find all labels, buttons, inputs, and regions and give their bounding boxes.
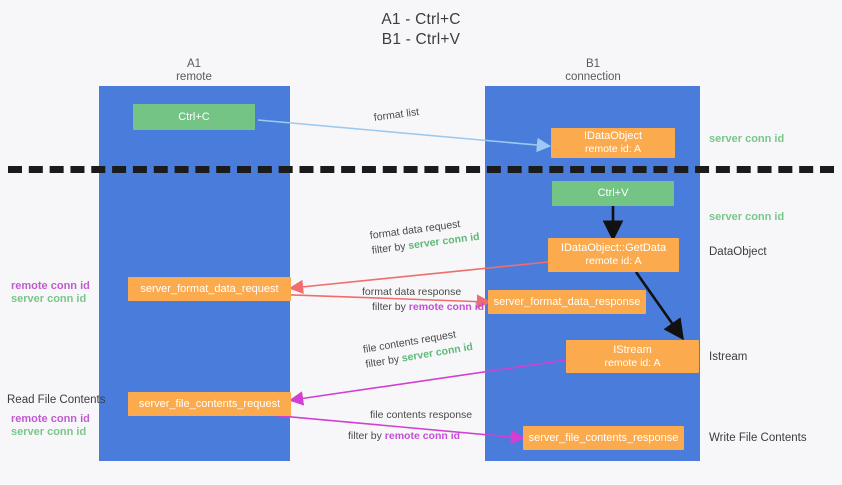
node-ctrl-v-label: Ctrl+V [597, 187, 629, 199]
lane-a-name: A1 [186, 58, 202, 70]
filter-prefix: filter by [372, 301, 409, 313]
title-line-1: A1 - Ctrl+C [381, 11, 461, 28]
caption-format-list-label: format list [373, 106, 420, 124]
label-write-file-contents: Write File Contents [709, 432, 807, 444]
node-istream[interactable]: IStream remote id: A [566, 340, 699, 373]
node-server-format-data-response-label: server_format_data_response [493, 295, 641, 308]
node-idataobject[interactable]: IDataObject remote id: A [551, 128, 675, 158]
node-ctrl-v[interactable]: Ctrl+V [552, 181, 674, 206]
caption-format-data-response-label: format data response [362, 286, 462, 298]
label-istream: Istream [709, 351, 748, 363]
node-server-format-data-request-label: server_format_data_request [140, 282, 279, 295]
lane-a-role: remote [176, 71, 212, 83]
node-server-file-contents-request[interactable]: server_file_contents_request [128, 392, 291, 416]
label-read-file-contents: Read File Contents [7, 394, 106, 406]
node-server-format-data-request[interactable]: server_format_data_request [128, 277, 291, 301]
node-server-file-contents-request-label: server_file_contents_request [138, 397, 281, 410]
lane-header-b1: B1 connection [533, 58, 653, 84]
filter-prefix: filter by [371, 240, 410, 257]
page-title: A1 - Ctrl+C B1 - Ctrl+V [0, 10, 842, 50]
label-remote-conn-id-1: remote conn id [11, 280, 90, 292]
filter-prefix: filter by [348, 430, 385, 442]
node-idataobject-getdata[interactable]: IDataObject::GetData remote id: A [548, 238, 679, 272]
label-server-conn-id-1: server conn id [11, 293, 87, 305]
label-server-conn-id-mid: server conn id [709, 211, 785, 223]
caption-format-data-response: format data response filter by remote co… [362, 285, 484, 315]
node-istream-subtitle: remote id: A [604, 356, 661, 369]
label-server-conn-id-top: server conn id [709, 133, 785, 145]
caption-format-list: format list [373, 105, 420, 126]
phase-divider [8, 166, 834, 173]
node-idataobject-subtitle: remote id: A [584, 143, 642, 155]
caption-file-contents-response-filter: filter by remote conn id [348, 423, 472, 444]
node-getdata-subtitle: remote id: A [585, 255, 642, 267]
node-server-format-data-response[interactable]: server_format_data_response [488, 290, 646, 314]
caption-file-contents-request: file contents request filter by server c… [362, 325, 474, 373]
node-ctrl-c-label: Ctrl+C [178, 110, 210, 123]
caption-file-contents-response-label: file contents response [370, 409, 473, 421]
caption-format-data-response-filter: filter by remote conn id [362, 300, 484, 315]
lane-header-a1: A1 remote [134, 58, 254, 84]
title-line-2: B1 - Ctrl+V [381, 31, 461, 48]
lane-b-name: B1 [585, 58, 601, 70]
caption-format-data-request: format data request filter by server con… [369, 215, 481, 259]
filter-key-remote-conn-id: remote conn id [408, 301, 485, 313]
node-server-file-contents-response[interactable]: server_file_contents_response [523, 426, 684, 450]
caption-file-contents-response: file contents response filter by remote … [348, 408, 472, 444]
lane-b-role: connection [565, 71, 621, 83]
node-server-file-contents-response-label: server_file_contents_response [528, 431, 679, 444]
label-remote-conn-id-2: remote conn id [11, 413, 90, 425]
filter-key-remote-conn-id: remote conn id [384, 430, 461, 442]
node-istream-title: IStream [613, 343, 652, 356]
node-getdata-title: IDataObject::GetData [560, 242, 667, 254]
label-server-conn-id-2: server conn id [11, 426, 87, 438]
node-idataobject-title: IDataObject [583, 130, 643, 142]
node-ctrl-c[interactable]: Ctrl+C [133, 104, 255, 130]
label-dataobject: DataObject [709, 246, 767, 258]
